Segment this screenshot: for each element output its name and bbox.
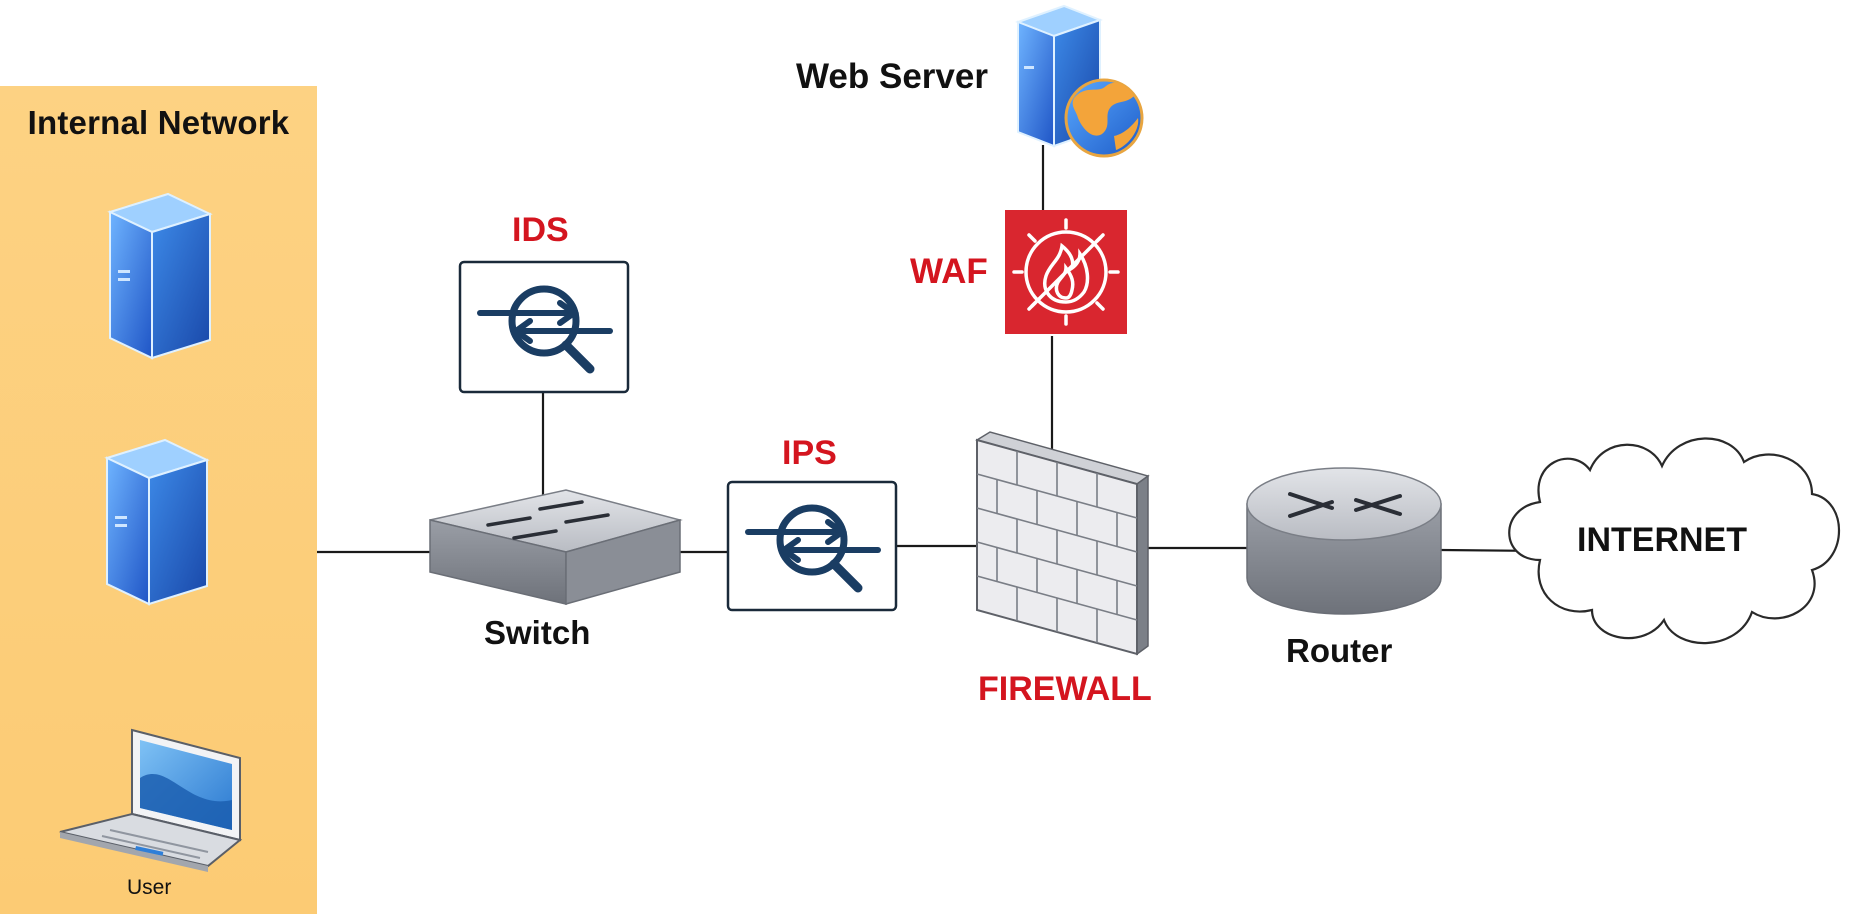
ips-sensor [726,480,898,612]
network-switch-icon [429,489,683,605]
magnifier-arrows-icon [745,504,881,593]
flame-shield-icon [1012,218,1120,326]
cloud-icon [1508,437,1841,645]
router-icon [1246,467,1442,615]
internal-network-title: Internal Network [27,104,290,141]
brick-wall-icon [975,431,1150,656]
web-server-label: Web Server [796,57,988,96]
server-icon [104,438,210,606]
laptop-icon [59,728,243,872]
server-icon [107,192,213,360]
firewall-label: FIREWALL [978,670,1152,708]
waf-label: WAF [910,252,988,291]
internet-label: INTERNET [1577,521,1747,559]
server-globe-icon [1015,4,1144,158]
magnifier-arrows-icon [477,285,613,374]
ids-label: IDS [512,211,569,249]
ips-label: IPS [782,434,837,472]
switch-label: Switch [484,614,591,651]
connections [317,145,1546,554]
user-label: User [127,876,172,899]
ids-sensor [458,260,630,394]
router-label: Router [1286,632,1393,669]
waf-appliance [1005,210,1127,334]
